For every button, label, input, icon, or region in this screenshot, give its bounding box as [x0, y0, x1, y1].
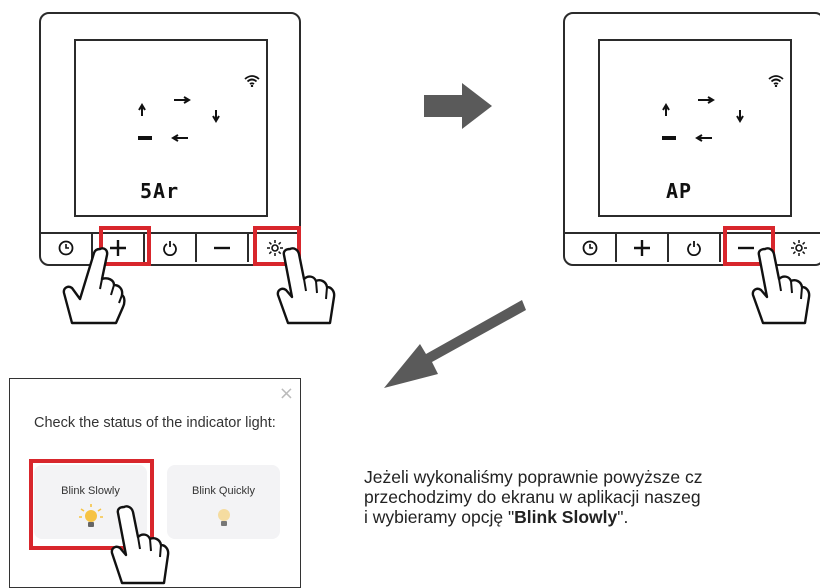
wifi-icon — [768, 75, 784, 87]
button-row — [41, 232, 299, 264]
power-icon — [687, 241, 701, 256]
highlight-plus-button — [99, 226, 151, 266]
dialog-title: Check the status of the indicator light: — [34, 415, 276, 431]
snake-indicator-icon — [662, 96, 744, 142]
instruction-line-3: i wybieramy opcję "Blink Slowly". — [364, 507, 629, 527]
plus-icon — [634, 240, 650, 256]
hand-pointer-icon — [276, 247, 336, 325]
hand-pointer-icon — [751, 247, 811, 325]
option-blink-quickly[interactable]: Blink Quickly — [167, 465, 280, 539]
plus-icon — [110, 240, 126, 256]
clock-button[interactable] — [41, 234, 93, 262]
minus-icon — [214, 246, 230, 250]
highlight-blink-slowly — [29, 459, 154, 550]
sun-icon — [791, 240, 807, 256]
close-icon[interactable]: × — [278, 383, 294, 404]
hand-pointer-icon — [62, 247, 126, 325]
arrow-down-left-icon — [384, 300, 526, 388]
instruction-line-1: Jeżeli wykonaliśmy poprawnie powyższe cz — [364, 467, 703, 487]
sun-icon — [267, 240, 283, 256]
clock-icon — [582, 240, 598, 256]
blink-slowly-emphasis: Blink Slowly — [514, 507, 618, 527]
bulb-off-icon — [218, 509, 230, 526]
power-icon — [163, 241, 177, 256]
clock-button[interactable] — [565, 234, 617, 262]
arrow-right-icon — [424, 83, 492, 129]
sun-button[interactable] — [249, 234, 301, 262]
plus-button[interactable] — [617, 234, 669, 262]
bulb-on-icon — [79, 504, 103, 527]
clock-icon — [58, 240, 74, 256]
power-button[interactable] — [669, 234, 721, 262]
option-label: Blink Quickly — [192, 485, 255, 497]
minus-icon — [738, 246, 754, 250]
display-readout: 5Ar — [140, 179, 180, 203]
instruction-text: Jeżeli wykonaliśmy poprawnie powyższe cz… — [364, 467, 702, 527]
highlight-sun-button — [253, 226, 301, 266]
hand-pointer-icon — [110, 505, 170, 585]
thermostat-left: 5Ar — [39, 12, 301, 266]
thermostat-right-screen: AP — [598, 39, 792, 217]
instruction-line-2: przechodzimy do ekranu w aplikacji nasze… — [364, 487, 701, 507]
highlight-minus-button — [723, 226, 775, 266]
plus-button[interactable] — [93, 234, 145, 262]
thermostat-right: AP — [563, 12, 820, 266]
minus-button[interactable] — [197, 234, 249, 262]
snake-indicator-icon — [138, 96, 220, 142]
display-readout: AP — [666, 179, 693, 203]
option-label: Blink Slowly — [61, 485, 120, 497]
sun-button[interactable] — [773, 234, 820, 262]
wifi-icon — [244, 75, 260, 87]
power-button[interactable] — [145, 234, 197, 262]
thermostat-left-screen: 5Ar — [74, 39, 268, 217]
